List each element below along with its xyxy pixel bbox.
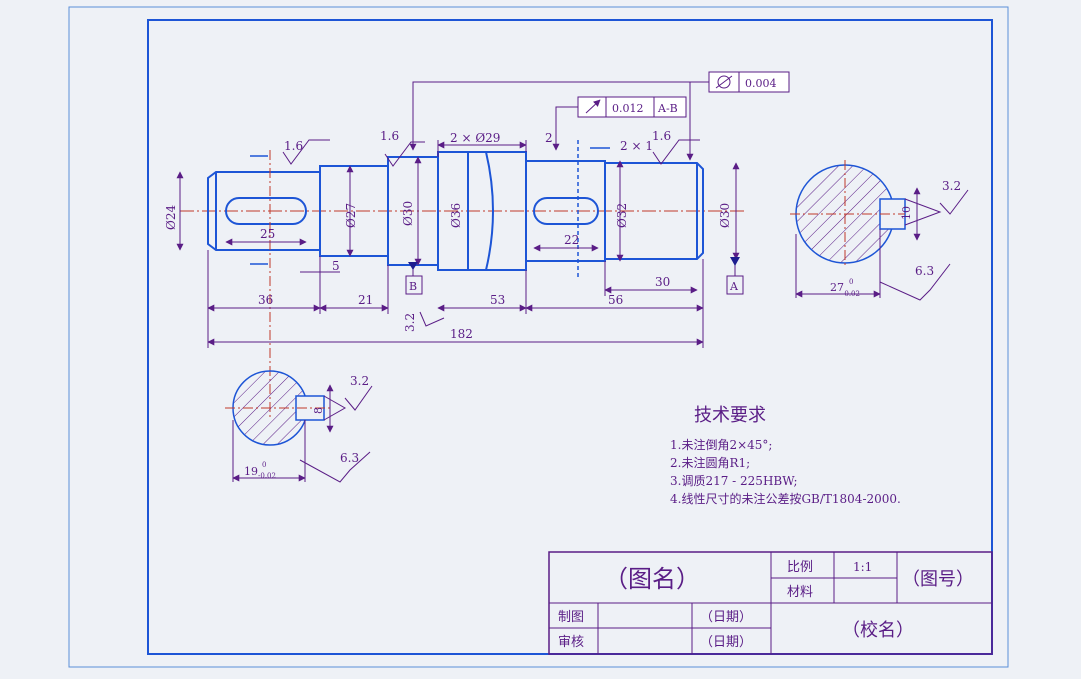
dim-label: 21 [358,293,373,307]
tech-line: 3.调质217 - 225HBW; [670,474,798,488]
roughness-label: 3.2 [403,313,417,332]
diameter-label: Ø36 [449,203,463,228]
tol-lower: -0.02 [258,472,276,480]
diameter-label: Ø30 [401,201,415,226]
roughness-label: 1.6 [284,139,303,153]
datum-b-label: B [409,280,417,293]
tech-title: 技术要求 [694,405,766,426]
datum-a: A [726,257,744,295]
cut-lines [250,140,610,420]
scale-label: 比例 [787,560,813,575]
dim-label: 5 [332,259,340,273]
roughness-symbols [282,139,700,327]
dim-label: 2 × Ø29 [450,131,500,145]
diameter-label: Ø24 [164,205,178,230]
diameter-dim-lines [176,156,740,266]
datum-b: B [405,262,423,295]
gdt-runout-datum: A-B [657,102,678,115]
roughness-label: 1.6 [652,129,671,143]
diameter-label: Ø27 [344,203,358,228]
dim-label: 30 [655,275,670,289]
dim-label: 36 [258,293,273,307]
tol-upper: 0 [262,461,266,469]
cylindricity-icon [715,75,733,89]
runout-icon [585,99,601,114]
tech-line: 1.未注倒角2×45°; [670,437,772,452]
dim-label: 53 [490,293,505,307]
gdt-cyl-value: 0.004 [745,77,777,90]
gdt-runout: 0.012 A-B [552,96,687,151]
drawing-name: （图名） [604,565,700,593]
datum-a-label: A [729,280,739,293]
linear-dimensions [207,140,704,348]
roughness-label: 3.2 [350,374,369,388]
sec1-width: 10 [900,206,913,220]
dim-label: 56 [608,293,623,307]
roughness-label: 1.6 [380,129,399,143]
gdt-cylindricity: 0.004 [409,71,790,161]
technical-requirements: 技术要求 1.未注倒角2×45°; 2.未注圆角R1; 3.调质217 - 22… [670,405,901,506]
tech-line: 4.线性尺寸的未注公差按GB/T1804-2000. [670,491,901,506]
diameter-label: Ø30 [718,203,732,228]
sec2-width: 8 [312,407,325,414]
tech-line: 2.未注圆角R1; [670,455,750,470]
date-field: （日期） [700,610,752,625]
roughness-label: 6.3 [915,264,934,278]
drawing-number: （图号） [902,569,974,590]
section-view-2: 19 0 -0.02 8 3.2 6.3 [225,370,373,483]
dim-label: 22 [564,233,579,247]
drafter-label: 制图 [558,610,584,625]
roughness-label: 3.2 [942,179,961,193]
paper-border [68,6,1009,668]
scale-value: 1:1 [853,560,872,574]
sec1-depth: 27 [830,281,844,294]
date-field: （日期） [700,635,752,650]
checker-label: 审核 [558,635,584,650]
sec2-depth: 19 [244,465,258,478]
school-name: （校名） [842,620,914,641]
gdt-runout-value: 0.012 [612,102,644,115]
section-view-1: 27 0 -0.02 10 3.2 6.3 [790,160,969,301]
tol-upper: 0 [849,278,853,286]
material-label: 材料 [787,585,813,600]
dim-label: 25 [260,227,275,241]
title-block [548,551,993,655]
frame-border [147,19,993,655]
diameter-label: Ø32 [615,203,629,228]
dim-label: 2 [545,131,553,145]
tol-lower: -0.02 [842,290,860,298]
roughness-label: 6.3 [340,451,359,465]
dim-label: 2 × 1 [620,139,653,153]
dim-label: 182 [450,327,473,341]
